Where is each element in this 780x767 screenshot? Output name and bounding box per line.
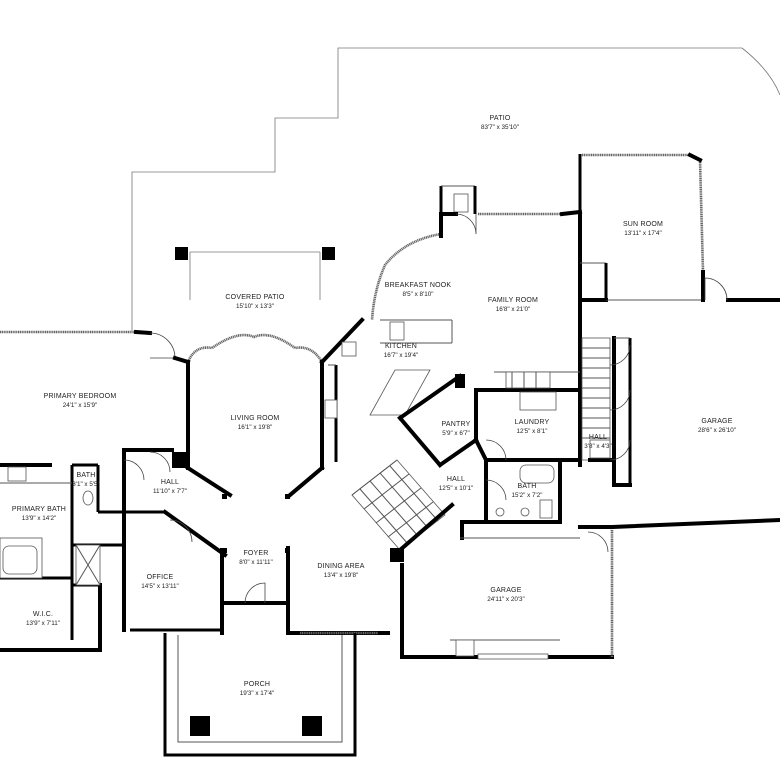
room-label-garage-east: GARAGE 28'6" x 26'10" [698, 418, 736, 434]
room-label-wic: W.I.C. 13'9" x 7'11" [26, 611, 60, 627]
porch-walls [163, 633, 357, 757]
room-label-hall-center: HALL 12'5" x 10'1" [439, 476, 474, 492]
room-label-living-room: LIVING ROOM 16'1" x 19'8" [231, 415, 280, 431]
svg-text:PRIMARY BATH: PRIMARY BATH [12, 506, 66, 513]
kitchen-walls [319, 317, 453, 462]
svg-text:PATIO: PATIO [490, 115, 511, 122]
svg-text:12'5" x 8'1": 12'5" x 8'1" [516, 428, 547, 435]
svg-text:BREAKFAST NOOK: BREAKFAST NOOK [385, 282, 452, 289]
svg-text:16'8" x 21'0": 16'8" x 21'0" [496, 306, 531, 313]
svg-text:83'7" x 35'10": 83'7" x 35'10" [481, 124, 519, 131]
room-label-primary-bath: PRIMARY BATH 13'9" x 14'2" [12, 506, 66, 522]
room-label-primary-bedroom: PRIMARY BEDROOM 24'1" x 15'9" [44, 393, 117, 409]
room-labels: PATIO 83'7" x 35'10" SUN ROOM 13'11" x 1… [12, 115, 736, 697]
room-label-breakfast-nook: BREAKFAST NOOK 8'5" x 8'10" [385, 282, 452, 298]
svg-text:19'3" x 17'4": 19'3" x 17'4" [240, 690, 275, 697]
svg-text:GARAGE: GARAGE [490, 587, 521, 594]
svg-text:BATH: BATH [518, 483, 537, 490]
room-label-hall-west: HALL 11'10" x 7'7" [153, 479, 187, 495]
room-label-foyer: FOYER 8'0" x 11'11" [239, 550, 273, 566]
svg-text:11'10" x 7'7": 11'10" x 7'7" [153, 488, 187, 495]
svg-text:13'9" x 7'11": 13'9" x 7'11" [26, 620, 60, 627]
svg-text:16'1" x 19'8": 16'1" x 19'8" [238, 424, 273, 431]
sun-room-walls [578, 152, 780, 302]
svg-text:BATH: BATH [77, 472, 96, 479]
garage-east-walls [588, 336, 632, 487]
stairs [351, 337, 611, 551]
svg-text:GARAGE: GARAGE [701, 418, 732, 425]
room-label-hall-east: HALL 3'8" x 4'3" [584, 434, 612, 450]
svg-text:HALL: HALL [589, 434, 607, 441]
svg-text:16'7" x 19'4": 16'7" x 19'4" [384, 352, 419, 359]
svg-text:12'5" x 10'1": 12'5" x 10'1" [439, 485, 474, 492]
svg-text:5'9" x 6'7": 5'9" x 6'7" [442, 430, 470, 437]
svg-text:FOYER: FOYER [243, 550, 268, 557]
svg-text:28'6" x 26'10": 28'6" x 26'10" [698, 427, 736, 434]
office-foyer-walls [122, 360, 390, 635]
svg-text:HALL: HALL [447, 476, 465, 483]
room-label-office: OFFICE 14'5" x 13'11" [141, 574, 179, 590]
svg-text:COVERED PATIO: COVERED PATIO [225, 294, 284, 301]
room-label-laundry: LAUNDRY 12'5" x 8'1" [515, 419, 550, 435]
svg-text:SUN ROOM: SUN ROOM [623, 221, 663, 228]
covered-patio-posts [175, 247, 335, 363]
svg-text:W.I.C.: W.I.C. [33, 611, 53, 618]
svg-text:LIVING ROOM: LIVING ROOM [231, 415, 280, 422]
patio-outline [131, 47, 780, 333]
room-label-kitchen: KITCHEN 16'7" x 19'4" [384, 343, 419, 359]
svg-text:15'10" x 13'3": 15'10" x 13'3" [236, 303, 274, 310]
svg-text:LAUNDRY: LAUNDRY [515, 419, 550, 426]
svg-text:13'4" x 19'8": 13'4" x 19'8" [324, 572, 359, 579]
svg-text:OFFICE: OFFICE [147, 574, 174, 581]
svg-text:3'1" x 5'5": 3'1" x 5'5" [72, 481, 100, 488]
svg-text:24'1" x 15'9": 24'1" x 15'9" [63, 402, 98, 409]
svg-text:15'2" x 7'2": 15'2" x 7'2" [511, 492, 542, 499]
svg-text:PORCH: PORCH [244, 681, 270, 688]
room-label-bath-small: BATH 3'1" x 5'5" [72, 472, 100, 488]
svg-text:PANTRY: PANTRY [442, 421, 471, 428]
room-label-pantry: PANTRY 5'9" x 6'7" [442, 421, 471, 437]
service-walls [397, 298, 582, 524]
svg-text:PRIMARY BEDROOM: PRIMARY BEDROOM [44, 393, 117, 400]
garage-south-walls [390, 502, 780, 660]
room-label-family-room: FAMILY ROOM 16'8" x 21'0" [488, 297, 538, 313]
svg-text:8'0" x 11'11": 8'0" x 11'11" [239, 559, 273, 566]
room-label-porch: PORCH 19'3" x 17'4" [240, 681, 275, 697]
room-label-covered-patio: COVERED PATIO 15'10" x 13'3" [225, 294, 284, 310]
svg-text:KITCHEN: KITCHEN [385, 343, 417, 350]
room-label-patio: PATIO 83'7" x 35'10" [481, 115, 519, 131]
room-label-garage-south: GARAGE 24'11" x 20'3" [487, 587, 525, 603]
room-label-dining-area: DINING AREA 13'4" x 19'8" [317, 563, 364, 579]
left-wing-walls [0, 329, 191, 652]
svg-text:14'5" x 13'11": 14'5" x 13'11" [141, 583, 179, 590]
family-nook-walls [370, 185, 583, 321]
svg-text:HALL: HALL [161, 479, 179, 486]
svg-text:8'5" x 8'10": 8'5" x 8'10" [402, 291, 433, 298]
svg-text:13'9" x 14'2": 13'9" x 14'2" [22, 515, 57, 522]
svg-text:FAMILY ROOM: FAMILY ROOM [488, 297, 538, 304]
svg-text:13'11" x 17'4": 13'11" x 17'4" [624, 230, 662, 237]
svg-text:DINING AREA: DINING AREA [317, 563, 364, 570]
room-label-sun-room: SUN ROOM 13'11" x 17'4" [623, 221, 663, 237]
svg-text:3'8" x 4'3": 3'8" x 4'3" [584, 443, 612, 450]
room-label-bath-center: BATH 15'2" x 7'2" [511, 483, 542, 499]
svg-text:24'11" x 20'3": 24'11" x 20'3" [487, 596, 525, 603]
